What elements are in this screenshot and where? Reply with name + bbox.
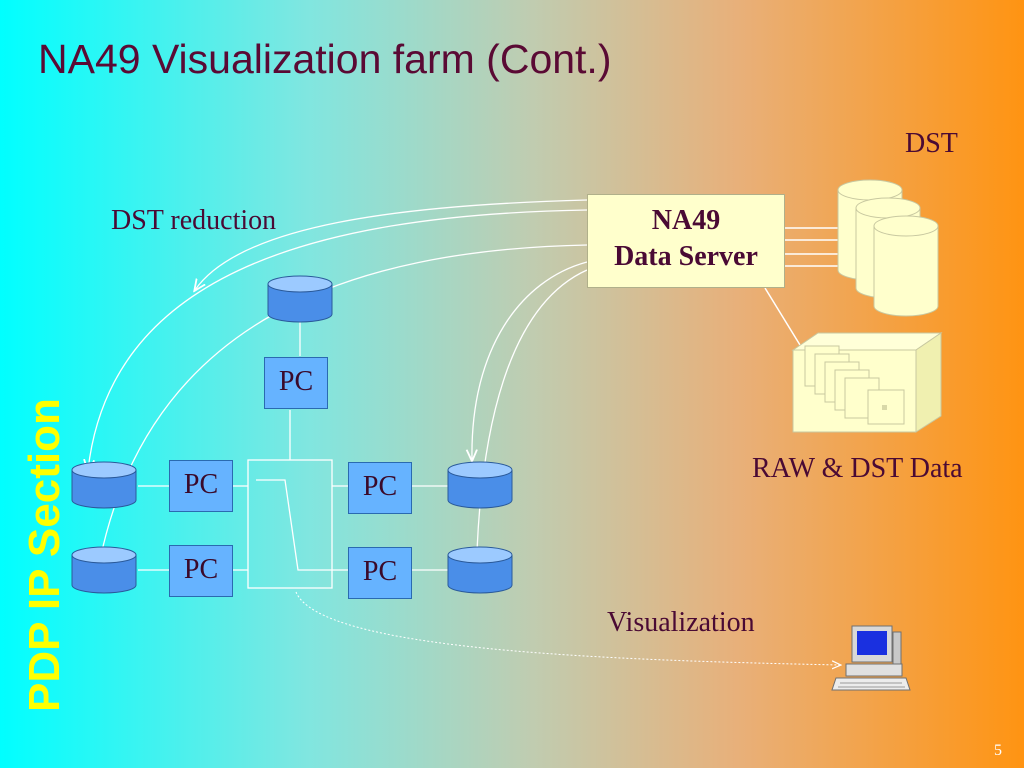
disk-right-1 [447,461,513,509]
flow-to-top-disk [195,199,588,290]
raw-dst-data-label: RAW & DST Data [752,453,963,484]
dst-label: DST [905,128,958,159]
disk-left-1 [71,461,137,509]
disk-cylinders [71,275,513,594]
disk-right-2 [447,546,513,594]
flow-to-left-disk-1 [88,209,588,470]
flow-to-right-disk-1 [472,261,588,460]
dst-disk-stack [837,179,939,317]
pc-node-left-1: PC [169,460,233,512]
disk-top [267,275,333,323]
dst-reduction-flows [88,199,588,590]
page-title: NA49 Visualization farm (Cont.) [38,36,612,82]
disk-left-2 [71,546,137,594]
pc-node-right-2: PC [348,547,412,599]
server-name: NA49 [651,205,721,236]
server-role: Data Server [614,241,758,272]
data-server-box: NA49 Data Server [587,194,785,288]
pc-node-left-2: PC [169,545,233,597]
page-number: 5 [994,742,1002,759]
side-section-label: PDP IP Section [20,398,69,712]
visualization-label: Visualization [607,607,755,638]
flow-to-left-disk-2 [100,244,588,560]
tape-library-icon [791,332,943,433]
network-lines [138,322,448,589]
pc-node-top: PC [264,357,328,409]
flow-to-right-disk-2 [476,269,588,590]
computer-icon [831,625,911,691]
visualization-flow [295,591,840,665]
pc-node-right-1: PC [348,462,412,514]
dst-reduction-label: DST reduction [111,205,277,236]
